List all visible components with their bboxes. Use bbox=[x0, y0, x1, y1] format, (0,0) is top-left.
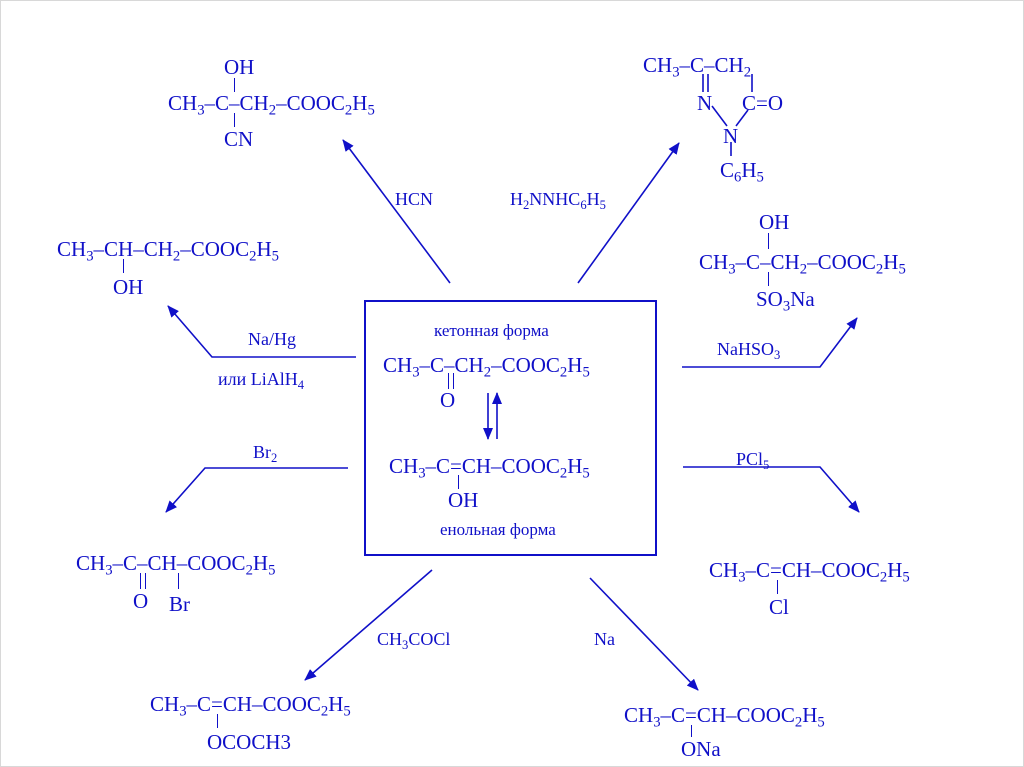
reagent-pcl5: PCl5 bbox=[736, 449, 770, 473]
cyanohydrin-oh: OH bbox=[224, 55, 255, 79]
bisulfite-bond-top bbox=[768, 233, 769, 249]
bromo-c-o-bond bbox=[140, 573, 141, 589]
keto-oxygen: O bbox=[440, 388, 456, 412]
keto-c-o-bond-2 bbox=[453, 373, 454, 389]
pyrazolone-n1: N bbox=[697, 91, 713, 115]
chloro-cl: Cl bbox=[769, 595, 789, 619]
bromo-c-br-bond bbox=[178, 573, 179, 589]
chloro-formula: CH3–C=CH–COOC2H5 bbox=[709, 558, 910, 586]
cyanohydrin-bond-top bbox=[234, 78, 235, 92]
reagent-nahso3: NaHSO3 bbox=[717, 339, 781, 363]
sodium-enolate-formula: CH3–C=CH–COOC2H5 bbox=[624, 703, 825, 731]
bisulfite-so3na: SO3Na bbox=[756, 287, 815, 315]
hydroxy-ester-bond bbox=[123, 259, 124, 273]
cyanohydrin-cn: CN bbox=[224, 127, 254, 151]
arrow-br2 bbox=[165, 467, 348, 513]
tautomer-box bbox=[364, 300, 657, 556]
reagent-br2: Br2 bbox=[253, 442, 278, 466]
cyanohydrin-formula: CH3–C–CH2–COOC2H5 bbox=[168, 91, 375, 119]
keto-c-o-bond bbox=[448, 373, 449, 389]
pyrazolone-ring-bonds bbox=[702, 74, 753, 156]
sodium-enolate-ona: ONa bbox=[681, 737, 721, 761]
reagent-hcn: HCN bbox=[395, 189, 434, 209]
enol-form-label: енольная форма bbox=[440, 520, 556, 539]
arrow-phenylhydrazine bbox=[577, 142, 680, 284]
sodium-enolate-bond bbox=[691, 725, 692, 737]
bromo-c-o-bond-2 bbox=[145, 573, 146, 589]
bisulfite-formula: CH3–C–CH2–COOC2H5 bbox=[699, 250, 906, 278]
bisulfite-oh: OH bbox=[759, 210, 790, 234]
reagent-phenylhydrazine: H2NNHC6H5 bbox=[510, 189, 606, 213]
reagent-lialh4: или LiAlH4 bbox=[218, 369, 305, 393]
keto-form-label: кетонная форма bbox=[434, 321, 549, 340]
bromo-br: Br bbox=[169, 592, 190, 616]
reagent-ch3cocl: CH3COCl bbox=[377, 629, 451, 653]
hydroxy-ester-oh: OH bbox=[113, 275, 144, 299]
keto-formula: CH3–C–CH2–COOC2H5 bbox=[383, 353, 590, 381]
bromo-formula: CH3–C–CH–COOC2H5 bbox=[76, 551, 276, 579]
pyrazolone-n2: N bbox=[723, 124, 739, 148]
pyrazolone-phenyl: C6H5 bbox=[720, 158, 764, 186]
arrow-ch3cocl bbox=[304, 569, 433, 681]
hydroxy-ester-formula: CH3–CH–CH2–COOC2H5 bbox=[57, 237, 279, 265]
arrow-nahso3 bbox=[682, 317, 858, 368]
reagent-na: Na bbox=[594, 629, 615, 649]
acetoxy-bond bbox=[217, 714, 218, 728]
arrow-na bbox=[589, 577, 699, 691]
pyrazolone-co: C=O bbox=[742, 91, 784, 115]
arrow-nahg bbox=[167, 305, 356, 358]
enol-oh: OH bbox=[448, 488, 479, 512]
bromo-oxygen: O bbox=[133, 589, 149, 613]
cyanohydrin-bond-bottom bbox=[234, 113, 235, 127]
bisulfite-bond-bottom bbox=[768, 272, 769, 286]
acetoxy-ococh3: OCOCH3 bbox=[207, 730, 292, 754]
chloro-bond bbox=[777, 580, 778, 594]
enol-formula: CH3–C=CH–COOC2H5 bbox=[389, 454, 590, 482]
reagent-nahg: Na/Hg bbox=[248, 329, 296, 349]
acetoxy-formula: CH3–C=CH–COOC2H5 bbox=[150, 692, 351, 720]
arrow-hcn bbox=[342, 139, 451, 284]
arrow-pcl5 bbox=[683, 466, 860, 513]
pyrazolone-line1: CH3–C–CH2 bbox=[643, 53, 752, 81]
enol-c-oh-bond bbox=[458, 475, 459, 489]
